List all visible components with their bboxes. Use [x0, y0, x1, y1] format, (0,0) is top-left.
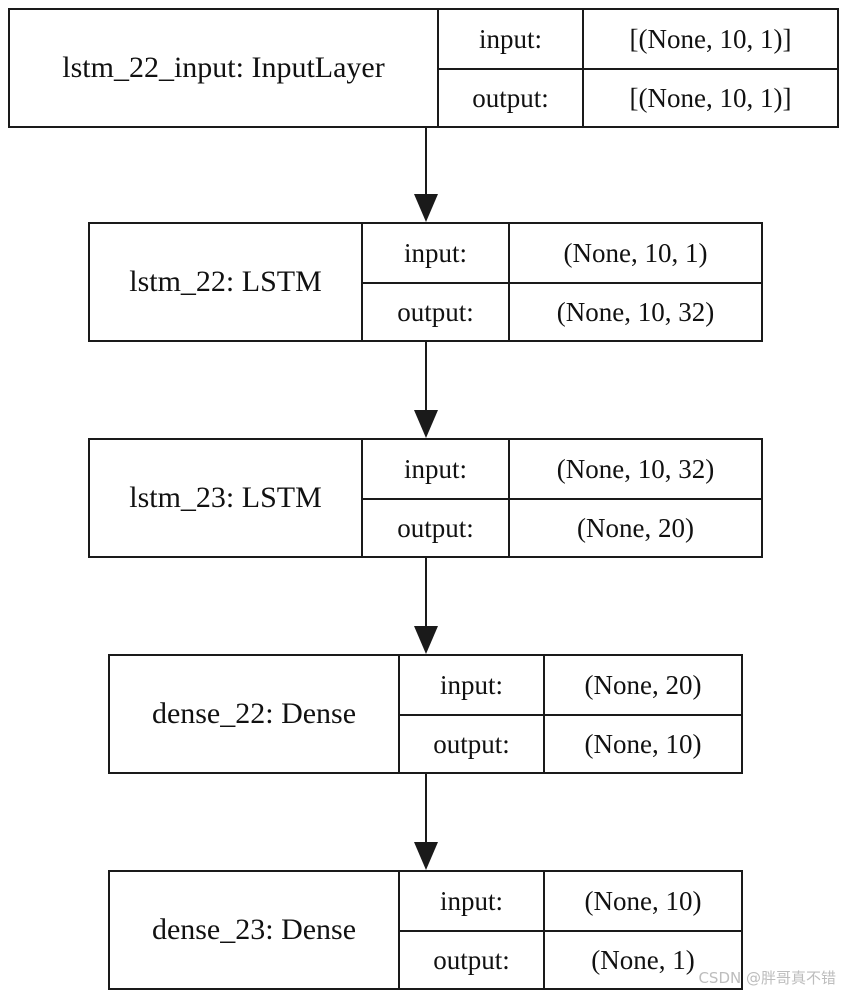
layer-name: lstm_22_input: InputLayer — [10, 10, 439, 126]
output-row: output: [(None, 10, 1)] — [439, 68, 837, 126]
output-row: output: (None, 10) — [400, 714, 741, 772]
output-row: output: (None, 20) — [363, 498, 761, 556]
input-shape: (None, 20) — [584, 669, 702, 700]
output-row: output: (None, 1) — [400, 930, 741, 988]
layer-name: lstm_23: LSTM — [90, 440, 363, 556]
layer-name: dense_22: Dense — [110, 656, 400, 772]
input-shape: (None, 10) — [584, 885, 702, 916]
input-label: input: — [400, 872, 545, 930]
shape-table: input: (None, 20) output: (None, 10) — [400, 656, 741, 772]
input-label: input: — [363, 224, 510, 282]
layer-node-lstm-22-input: lstm_22_input: InputLayer input: [(None,… — [8, 8, 839, 128]
shape-table: input: (None, 10) output: (None, 1) — [400, 872, 741, 988]
watermark: CSDN @胖哥真不错 — [698, 969, 836, 987]
output-label: output: — [400, 716, 545, 772]
edge-arrow — [414, 342, 438, 438]
input-shape: (None, 10, 1) — [563, 237, 708, 268]
output-shape: (None, 1) — [591, 944, 695, 975]
output-shape: [(None, 10, 1)] — [629, 82, 792, 113]
shape-table: input: (None, 10, 1) output: (None, 10, … — [363, 224, 761, 340]
layer-node-dense-22: dense_22: Dense input: (None, 20) output… — [108, 654, 743, 774]
output-label: output: — [363, 284, 510, 340]
input-label: input: — [439, 10, 584, 68]
layer-name: dense_23: Dense — [110, 872, 400, 988]
input-label: input: — [400, 656, 545, 714]
edge-arrow — [414, 558, 438, 654]
output-label: output: — [400, 932, 545, 988]
input-row: input: (None, 10, 1) — [363, 224, 761, 282]
edge-arrow — [414, 128, 438, 222]
layer-node-lstm-23: lstm_23: LSTM input: (None, 10, 32) outp… — [88, 438, 763, 558]
layer-node-dense-23: dense_23: Dense input: (None, 10) output… — [108, 870, 743, 990]
input-row: input: (None, 20) — [400, 656, 741, 714]
output-label: output: — [363, 500, 510, 556]
input-row: input: [(None, 10, 1)] — [439, 10, 837, 68]
input-row: input: (None, 10) — [400, 872, 741, 930]
output-shape: (None, 20) — [577, 512, 694, 543]
input-label: input: — [363, 440, 510, 498]
input-row: input: (None, 10, 32) — [363, 440, 761, 498]
shape-table: input: [(None, 10, 1)] output: [(None, 1… — [439, 10, 837, 126]
output-shape: (None, 10) — [584, 728, 702, 759]
layer-name: lstm_22: LSTM — [90, 224, 363, 340]
output-row: output: (None, 10, 32) — [363, 282, 761, 340]
shape-table: input: (None, 10, 32) output: (None, 20) — [363, 440, 761, 556]
output-shape: (None, 10, 32) — [556, 296, 715, 327]
layer-node-lstm-22: lstm_22: LSTM input: (None, 10, 1) outpu… — [88, 222, 763, 342]
output-label: output: — [439, 70, 584, 126]
input-shape: (None, 10, 32) — [556, 453, 715, 484]
input-shape: [(None, 10, 1)] — [629, 23, 792, 54]
edge-arrow — [414, 774, 438, 870]
